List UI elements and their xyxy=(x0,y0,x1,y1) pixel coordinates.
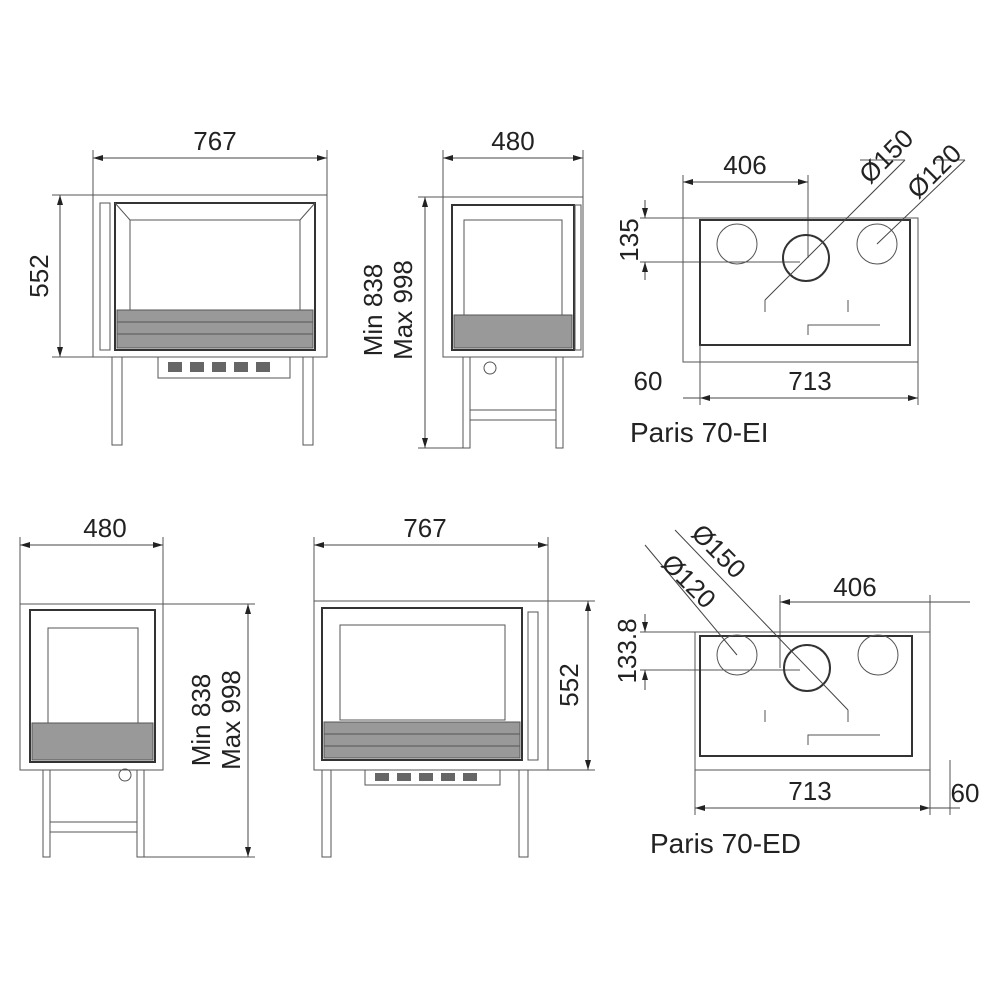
width-label: 480 xyxy=(83,513,126,543)
width-label: 767 xyxy=(193,126,236,156)
max-height-label: Max 998 xyxy=(216,670,246,770)
side-offset-label: 60 xyxy=(951,778,980,808)
plan-width-label: 713 xyxy=(788,366,831,396)
depth-label: 135 xyxy=(614,218,644,261)
max-height-label: Max 998 xyxy=(388,260,418,360)
height-label: 552 xyxy=(554,663,584,706)
front-view-bottom: 767 552 xyxy=(313,513,595,858)
plan-view-ei: 406 135 Ø150 Ø120 60 713 Paris 70-EI xyxy=(614,123,967,448)
side-view-top: 480 Min 838 Max 998 xyxy=(358,126,584,449)
width-label: 480 xyxy=(491,126,534,156)
depth-label: 133.8 xyxy=(612,618,642,683)
offset-label: 406 xyxy=(723,150,766,180)
offset-label: 406 xyxy=(833,572,876,602)
side-view-bottom: 480 Min 838 Max 998 xyxy=(19,513,255,858)
front-view-top: 767 552 xyxy=(24,126,328,446)
min-height-label: Min 838 xyxy=(186,674,216,767)
plan-width-label: 713 xyxy=(788,776,831,806)
min-height-label: Min 838 xyxy=(358,264,388,357)
model-title: Paris 70-EI xyxy=(630,417,769,448)
height-label: 552 xyxy=(24,254,54,297)
plan-view-ed: 406 133.8 Ø120 Ø150 713 60 Paris 70-ED xyxy=(612,518,979,859)
model-title: Paris 70-ED xyxy=(650,828,801,859)
side-offset-label: 60 xyxy=(634,366,663,396)
width-label: 767 xyxy=(403,513,446,543)
